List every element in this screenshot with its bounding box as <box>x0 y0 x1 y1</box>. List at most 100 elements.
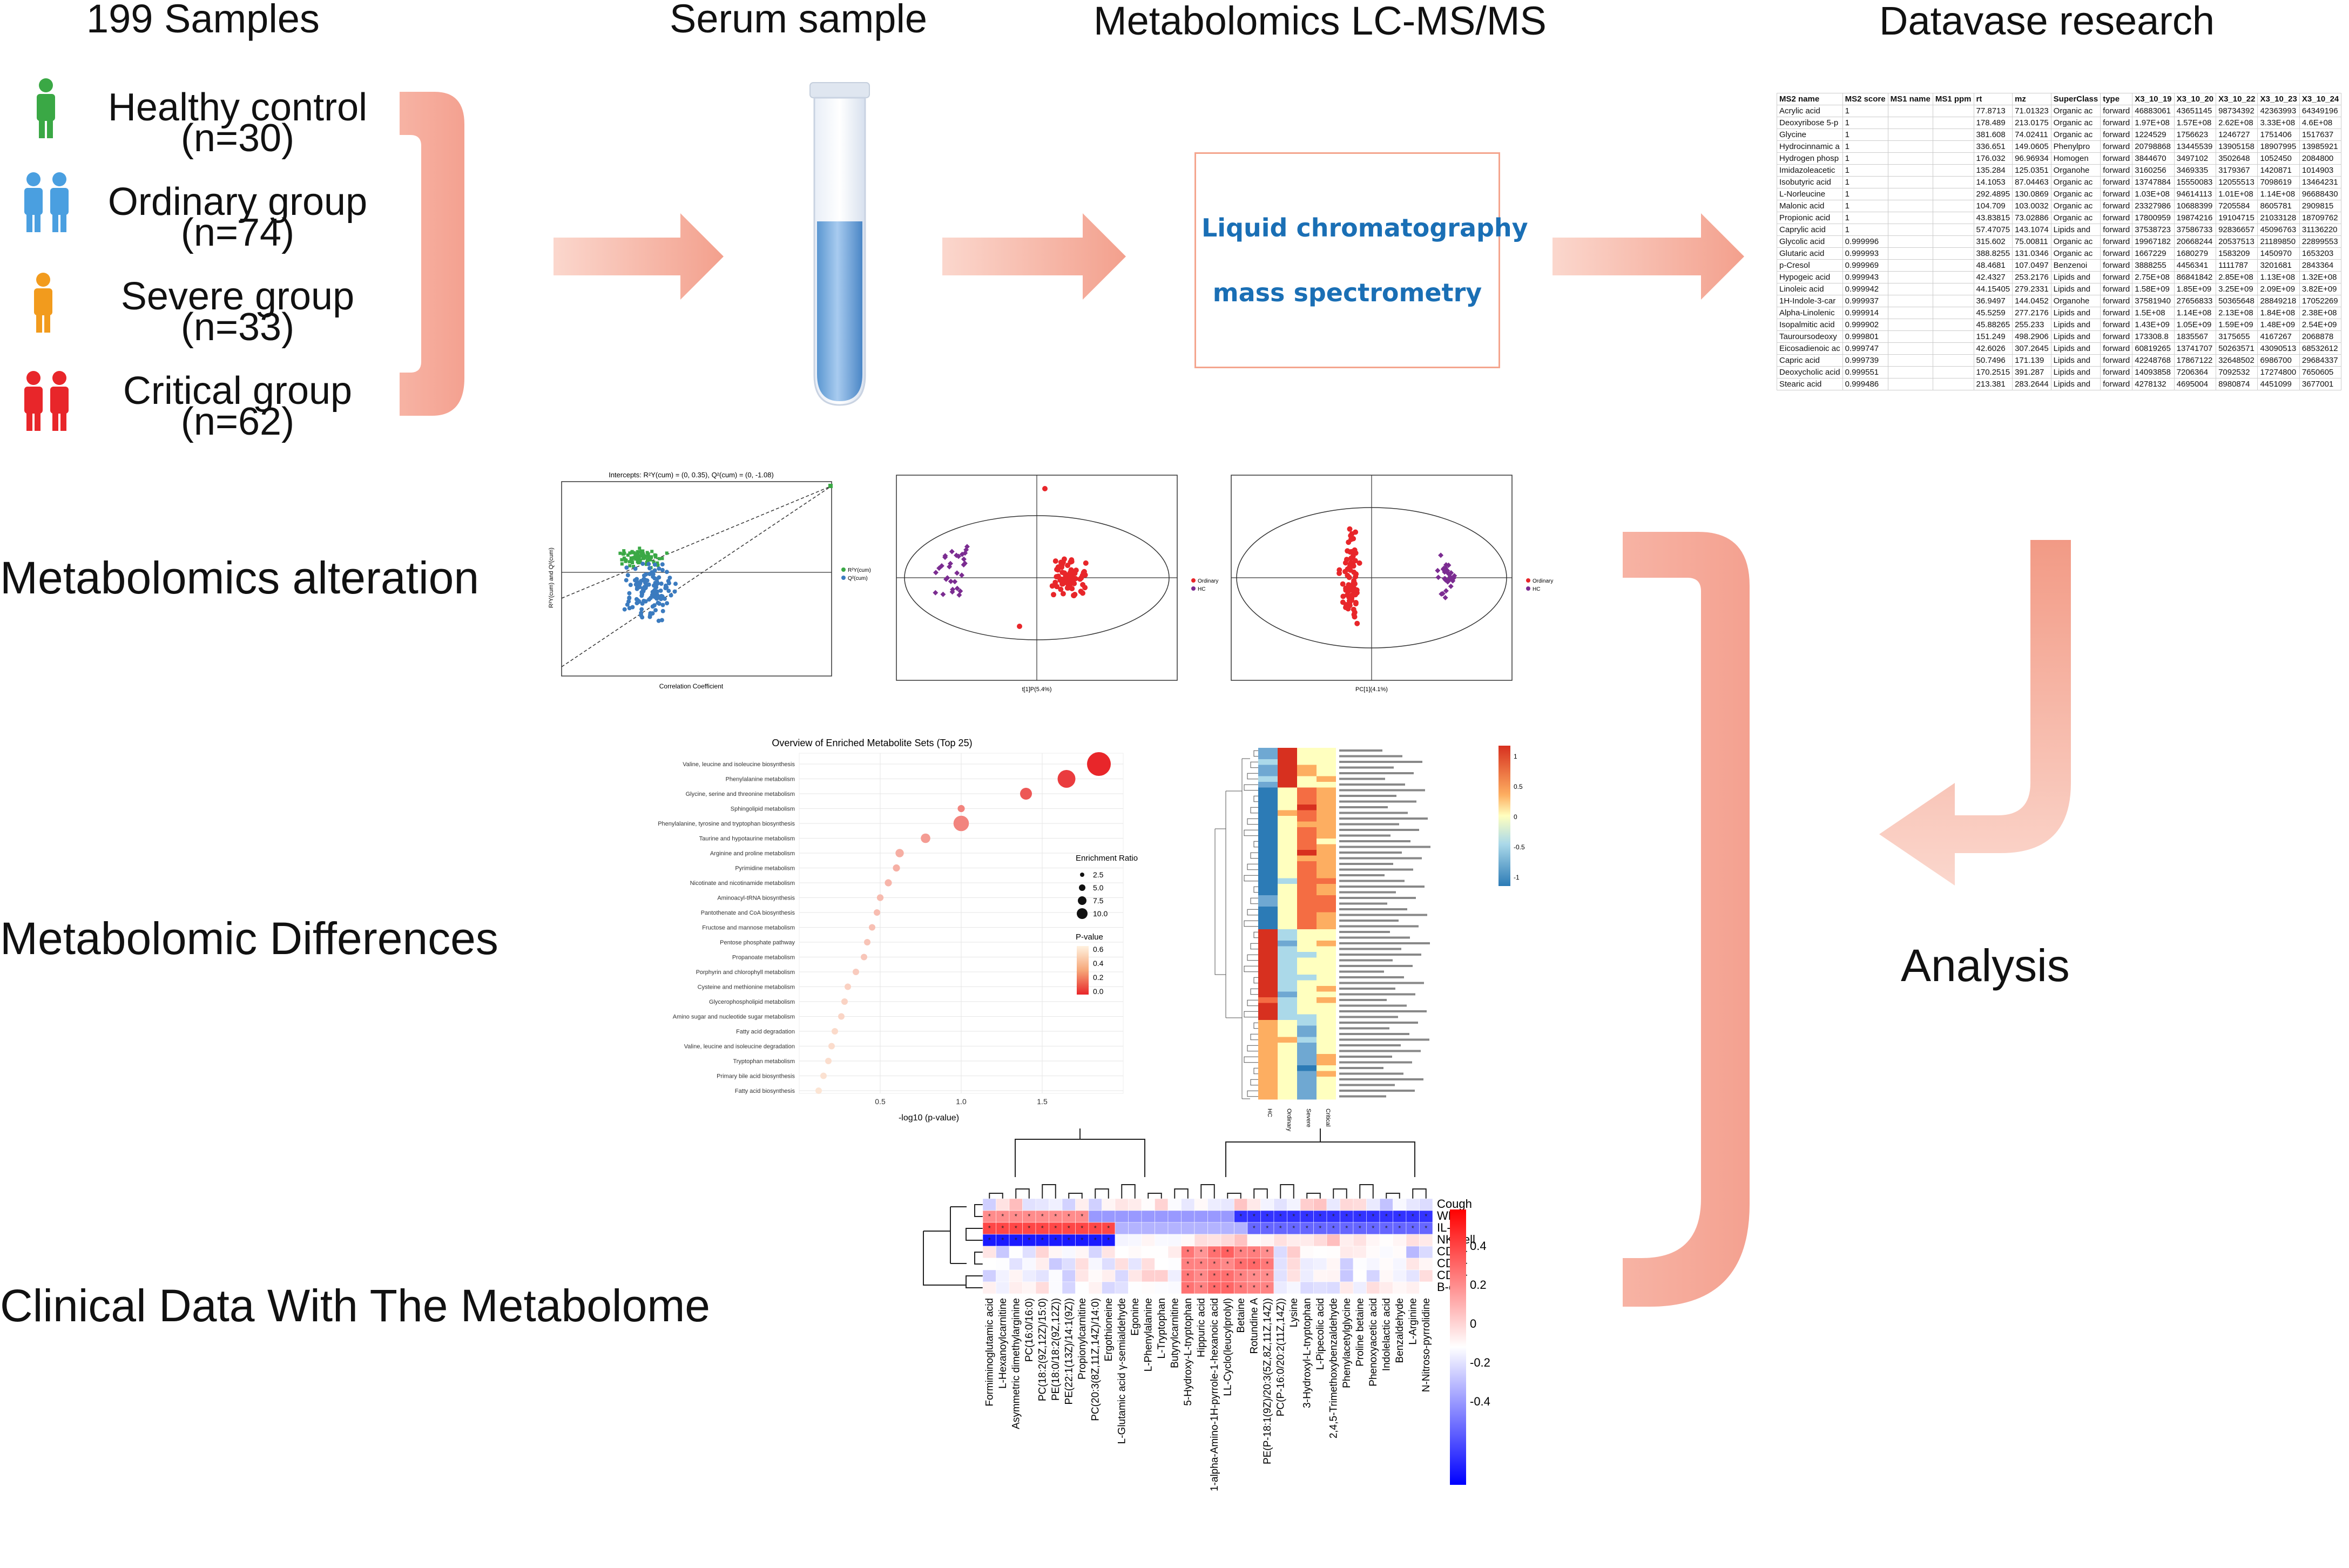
significance-star: * <box>1279 1212 1282 1220</box>
table-cell: X3_10_20 <box>2174 93 2217 105</box>
table-cell <box>1887 330 1933 343</box>
enrichment-dot <box>893 864 900 872</box>
table-cell: 45096763 <box>2257 224 2300 236</box>
heatmap-cell <box>1317 1003 1336 1009</box>
significance-star: * <box>1292 1212 1295 1220</box>
table-cell: forward <box>2100 259 2133 272</box>
table-cell <box>1932 117 1974 129</box>
table-cell: 2843364 <box>2299 259 2342 272</box>
heatmap-cell <box>1278 787 1297 794</box>
ordinary-point <box>1351 578 1357 584</box>
table-cell: 37586733 <box>2174 224 2217 236</box>
heatmap-cell <box>1297 793 1317 799</box>
hc-point <box>964 544 970 550</box>
q2-point <box>642 573 646 578</box>
hc-point <box>949 549 955 555</box>
table-cell: 7098619 <box>2257 176 2300 188</box>
heatmap1-column-label: Critical <box>1325 1109 1331 1127</box>
metabolite-label-placeholder <box>1339 772 1414 774</box>
metabolite-column-label: Lysine <box>1288 1298 1300 1327</box>
heatmap-cell <box>1278 1003 1297 1009</box>
heatmap-cell <box>1258 827 1278 833</box>
metabolite-label-placeholder <box>1339 851 1402 854</box>
metabolite-label-placeholder <box>1339 880 1405 882</box>
table-cell: 92836657 <box>2216 224 2258 236</box>
table-cell: 1 <box>1842 129 1888 141</box>
hc-point <box>1440 591 1446 597</box>
r2y-point <box>633 556 637 559</box>
hc-point <box>961 562 967 567</box>
q2-point <box>625 602 630 607</box>
heatmap-cell <box>1278 929 1297 935</box>
significance-star: * <box>1226 1283 1229 1292</box>
table-cell: 3502648 <box>2216 152 2258 165</box>
metabolite-label-placeholder <box>1339 868 1413 871</box>
table-cell: 1.01E+08 <box>2216 188 2258 200</box>
r2y-point <box>647 555 651 559</box>
r2y-point <box>637 550 641 554</box>
table-cell: 3179367 <box>2216 164 2258 177</box>
healthy-control-person-icon <box>37 78 55 138</box>
table-cell: 1014903 <box>2299 164 2342 177</box>
correlation-cell <box>1287 1246 1301 1259</box>
pathway-label: Valine, leucine and isoleucine degradati… <box>684 1044 795 1050</box>
q2-point <box>627 606 632 611</box>
heatmap-cell <box>1258 1043 1278 1049</box>
table-cell: 75.00811 <box>2012 235 2051 248</box>
metabolite-label-placeholder <box>1339 823 1399 826</box>
q2-point <box>664 585 669 590</box>
ordinary-point <box>1060 581 1066 587</box>
correlation-cell <box>996 1269 1010 1282</box>
table-cell <box>1932 188 1974 200</box>
significance-star: * <box>1385 1212 1388 1220</box>
hc-point <box>948 560 953 566</box>
r2y-point <box>629 556 633 560</box>
enrichment-size-legend-title: Enrichment Ratio <box>1076 854 1138 863</box>
heatmap-cell <box>1258 918 1278 924</box>
hc-point <box>1444 568 1450 573</box>
table-cell: 0.999942 <box>1842 283 1888 295</box>
q2-point <box>657 566 662 571</box>
table-cell: 1680279 <box>2174 247 2217 260</box>
heatmap-cell <box>1297 776 1317 782</box>
heatmap-cell <box>1317 1071 1336 1077</box>
metabolite-column-label: PE(18:0/18:2(9Z,12Z)) <box>1050 1298 1062 1401</box>
heatmap-cell <box>1278 833 1297 839</box>
table-cell <box>1887 247 1933 260</box>
q2-point <box>664 570 669 575</box>
heatmap-cell <box>1317 855 1336 862</box>
significance-star: * <box>1001 1224 1004 1232</box>
ordinary-point <box>1352 558 1358 564</box>
table-cell: 1.58E+09 <box>2132 283 2175 295</box>
significance-star: * <box>1094 1236 1097 1244</box>
table-cell: Glutaric acid <box>1777 247 1843 260</box>
correlation-cell <box>1115 1258 1129 1270</box>
table-cell <box>1932 140 1974 153</box>
table-cell: Organohe <box>2050 295 2101 307</box>
table-cell: 23327986 <box>2132 200 2175 212</box>
correlation-cell <box>1393 1246 1407 1259</box>
heatmap-cell <box>1317 1020 1336 1026</box>
heatmap-cell <box>1258 1077 1278 1083</box>
correlation-cell <box>1326 1198 1340 1211</box>
heatmap-cell <box>1317 810 1336 816</box>
table-cell: 1.13E+08 <box>2257 271 2300 283</box>
heatmap1-legend-label: 0 <box>1514 813 1517 821</box>
hc-point <box>954 570 960 576</box>
table-cell: Capric acid <box>1777 354 1843 367</box>
enrichment-dot <box>825 1058 832 1064</box>
correlation-cell <box>1155 1222 1169 1235</box>
correlation-cell <box>1141 1210 1155 1223</box>
heatmap-cell <box>1278 935 1297 941</box>
group-heatmap-color-scale <box>1498 746 1510 886</box>
correlation-cell <box>1234 1222 1248 1235</box>
heatmap-cell <box>1297 901 1317 907</box>
correlation-cell <box>1207 1210 1221 1223</box>
metabolite-column-label: Rotundine A <box>1248 1298 1260 1354</box>
group-severe-n: (n=33) <box>180 306 295 349</box>
heatmap-cell <box>1278 827 1297 833</box>
table-cell: 1 <box>1842 224 1888 236</box>
table-cell: 2.62E+08 <box>2216 117 2258 129</box>
